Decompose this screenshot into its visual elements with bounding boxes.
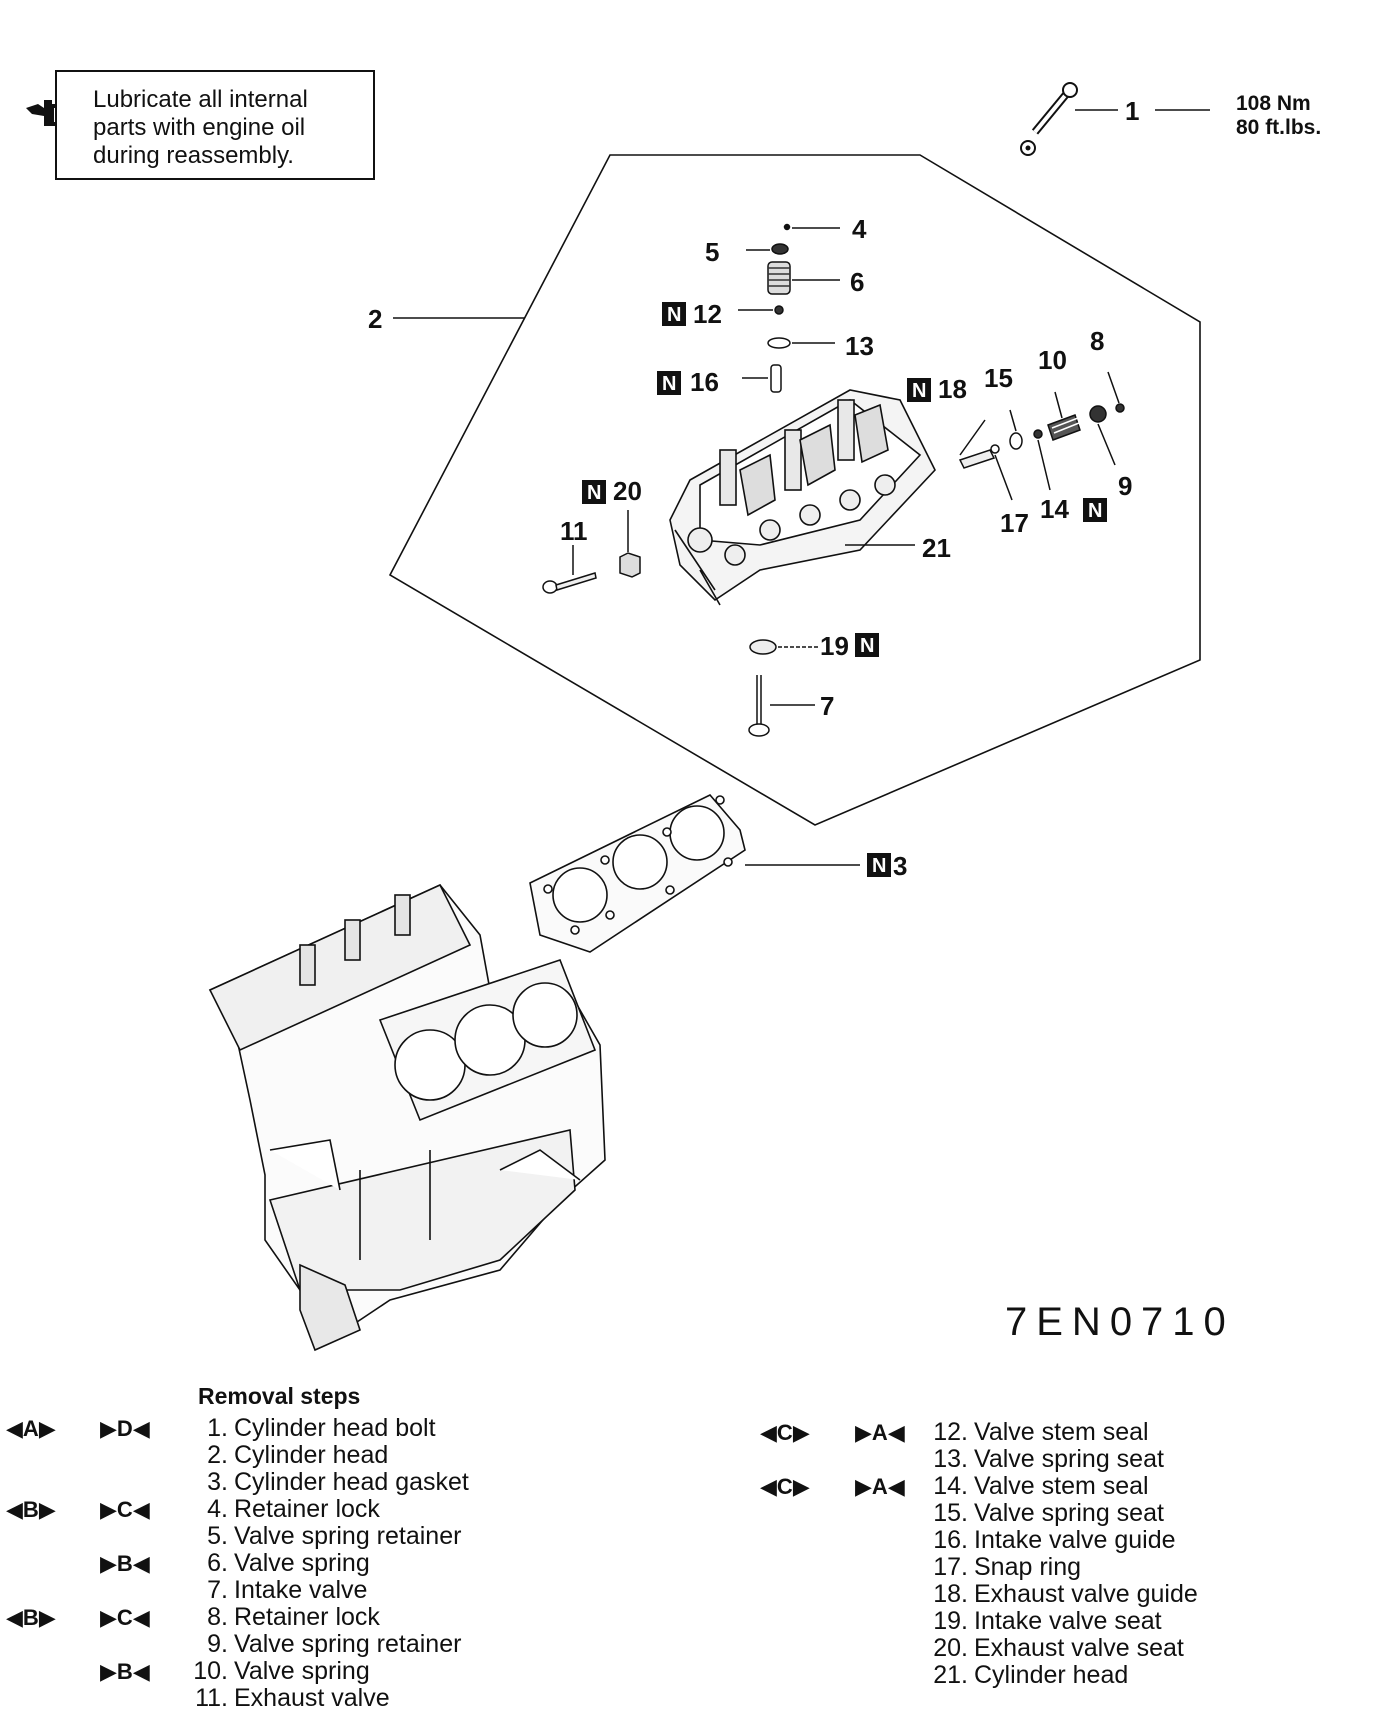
callout-13: 13 bbox=[845, 331, 874, 361]
callout-labels: 1 2 3 4 5 6 7 8 9 10 11 12 13 14 15 16 1… bbox=[368, 96, 1139, 881]
svg-text:N: N bbox=[662, 373, 676, 395]
step-13: 13.Valve spring seat bbox=[933, 1445, 1164, 1473]
callout-19: 19 bbox=[820, 631, 849, 661]
assembly-boundary bbox=[388, 154, 1201, 826]
badge-install-A-step12: ▶A◀ bbox=[855, 1420, 905, 1445]
badge-removal-C-step12: ◀C▶ bbox=[760, 1420, 810, 1445]
lubrication-note: Lubricate all internal parts with engine… bbox=[55, 70, 375, 180]
step-19: 19.Intake valve seat bbox=[933, 1607, 1162, 1635]
note-line-1: Lubricate all internal bbox=[93, 86, 308, 113]
exhaust-guide-parts bbox=[958, 371, 1125, 501]
step-9: 9.Valve spring retainer bbox=[207, 1630, 462, 1658]
step-20: 20.Exhaust valve seat bbox=[933, 1634, 1184, 1662]
exhaust-valve-part bbox=[542, 510, 641, 594]
step-8: 8.Retainer lock bbox=[207, 1603, 380, 1631]
callout-17: 17 bbox=[1000, 508, 1029, 538]
step-6: 6.Valve spring bbox=[207, 1549, 370, 1577]
callout-12: 12 bbox=[693, 299, 722, 329]
callout-8: 8 bbox=[1090, 326, 1104, 356]
note-line-2: parts with engine oil bbox=[93, 114, 306, 141]
n-mark-16: N bbox=[657, 371, 681, 395]
n-mark-18: N bbox=[907, 378, 931, 402]
cylinder-head-gasket-part bbox=[529, 794, 860, 953]
callout-3: 3 bbox=[893, 851, 907, 881]
badge-removal-A-step1: ◀A▶ bbox=[6, 1416, 56, 1441]
svg-text:N: N bbox=[587, 482, 601, 504]
reference-code: 7EN0710 bbox=[1005, 1300, 1235, 1344]
n-mark-3: N bbox=[867, 853, 891, 877]
callout-20: 20 bbox=[613, 476, 642, 506]
torque-ftlbs: 80 ft.lbs. bbox=[1236, 116, 1322, 139]
n-mark-20: N bbox=[582, 480, 606, 504]
svg-text:N: N bbox=[667, 304, 681, 326]
callout-14: 14 bbox=[1040, 494, 1069, 524]
step-2: 2.Cylinder head bbox=[207, 1441, 389, 1469]
callout-5: 5 bbox=[705, 237, 719, 267]
callout-4: 4 bbox=[852, 214, 867, 244]
step-3: 3.Cylinder head gasket bbox=[207, 1468, 469, 1496]
torque-nm: 108 Nm bbox=[1236, 92, 1311, 115]
step-18: 18.Exhaust valve guide bbox=[933, 1580, 1198, 1608]
badge-removal-B-step4: ◀B▶ bbox=[6, 1497, 56, 1522]
badge-removal-C-step14: ◀C▶ bbox=[760, 1474, 810, 1499]
step-5: 5.Valve spring retainer bbox=[207, 1522, 462, 1550]
callout-1: 1 bbox=[1125, 96, 1139, 126]
valve-parts-group bbox=[738, 223, 840, 393]
step-16: 16.Intake valve guide bbox=[933, 1526, 1176, 1554]
badge-install-A-step14: ▶A◀ bbox=[855, 1474, 905, 1499]
n-mark-14: N bbox=[1083, 498, 1107, 522]
callout-16: 16 bbox=[690, 367, 719, 397]
engine-block-part bbox=[208, 883, 606, 1352]
callout-10: 10 bbox=[1038, 345, 1067, 375]
badge-install-C-step8: ▶C◀ bbox=[100, 1605, 150, 1630]
badge-install-B-step6: ▶B◀ bbox=[100, 1551, 150, 1576]
step-7: 7.Intake valve bbox=[207, 1576, 368, 1604]
badge-install-C-step4: ▶C◀ bbox=[100, 1497, 150, 1522]
step-11: 11.Exhaust valve bbox=[195, 1684, 390, 1712]
svg-text:N: N bbox=[912, 380, 926, 402]
torque-spec: 108 Nm 80 ft.lbs. bbox=[1236, 92, 1321, 140]
step-15: 15.Valve spring seat bbox=[933, 1499, 1164, 1527]
step-4: 4.Retainer lock bbox=[207, 1495, 380, 1523]
cylinder-head-part bbox=[669, 389, 936, 606]
step-10: 10.Valve spring bbox=[193, 1657, 370, 1685]
n-mark-12: N bbox=[662, 302, 686, 326]
callout-9: 9 bbox=[1118, 471, 1132, 501]
callout-7: 7 bbox=[820, 691, 834, 721]
callout-21: 21 bbox=[922, 533, 951, 563]
step-12: 12.Valve stem seal bbox=[933, 1418, 1149, 1446]
step-17: 17.Snap ring bbox=[933, 1553, 1082, 1581]
callout-15: 15 bbox=[984, 363, 1013, 393]
step-14: 14.Valve stem seal bbox=[933, 1472, 1149, 1500]
n-mark-19: N bbox=[855, 633, 879, 657]
new-part-markers: N N N N N N N bbox=[582, 302, 1107, 877]
callout-2: 2 bbox=[368, 304, 382, 334]
removal-steps-title: Removal steps bbox=[198, 1383, 361, 1409]
badge-install-B-step10: ▶B◀ bbox=[100, 1659, 150, 1684]
svg-text:N: N bbox=[872, 855, 886, 877]
svg-text:N: N bbox=[860, 635, 874, 657]
step-21: 21.Cylinder head bbox=[933, 1661, 1129, 1689]
badge-removal-B-step8: ◀B▶ bbox=[6, 1605, 56, 1630]
callout-11: 11 bbox=[560, 516, 588, 546]
svg-text:N: N bbox=[1088, 500, 1102, 522]
badge-install-D-step1: ▶D◀ bbox=[100, 1416, 150, 1441]
cylinder-head-bolt-part bbox=[1020, 82, 1210, 156]
callout-18: 18 bbox=[938, 374, 967, 404]
note-line-3: during reassembly. bbox=[93, 142, 294, 169]
step-1: 1.Cylinder head bolt bbox=[207, 1414, 436, 1442]
callout-6: 6 bbox=[850, 267, 864, 297]
intake-valve-parts bbox=[748, 639, 818, 737]
